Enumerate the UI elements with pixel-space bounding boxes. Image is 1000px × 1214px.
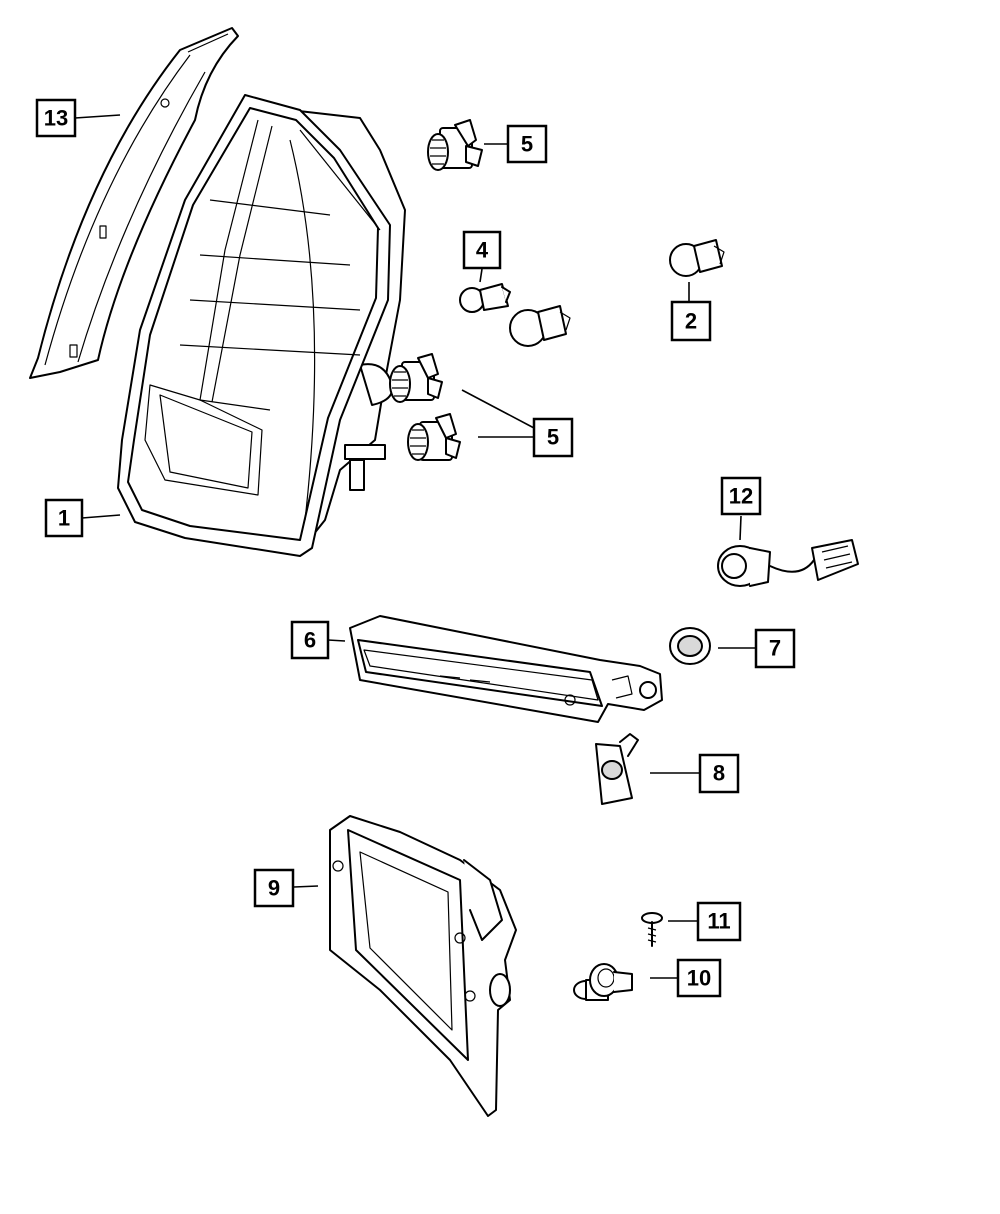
callout-label: 9 <box>268 876 280 901</box>
third-brake-lamp-icon <box>349 615 663 723</box>
bulb-socket-icon <box>389 353 443 403</box>
callout-label: 5 <box>521 132 533 157</box>
wedge-bulb-icon <box>459 283 511 313</box>
bulb-socket-icon <box>407 413 461 461</box>
grommet-icon <box>669 627 711 665</box>
callout-11: 11 <box>696 901 742 942</box>
screw-icon <box>641 912 663 947</box>
callout-label: 2 <box>685 309 697 334</box>
wedge-bulb-icon <box>669 239 725 277</box>
callout-10: 10 <box>676 958 722 998</box>
trim-molding-icon <box>29 27 239 379</box>
callout-label: 12 <box>729 484 753 509</box>
callout-8: 8 <box>698 753 740 794</box>
bulb-with-socket-icon <box>573 963 633 1001</box>
callout-4: 4 <box>462 230 502 270</box>
callout-13: 13 <box>35 98 77 138</box>
callout-label: 5 <box>547 425 559 450</box>
nut-clip-icon <box>595 733 639 805</box>
bulb-socket-icon <box>427 119 483 171</box>
license-lamp-housing-icon <box>329 815 517 1117</box>
leader-lines <box>74 114 756 979</box>
callout-2: 2 <box>670 300 712 342</box>
callout-5-bottom: 5 <box>532 417 574 458</box>
callout-9: 9 <box>253 868 295 908</box>
callout-label: 8 <box>713 761 725 786</box>
callout-6: 6 <box>290 620 330 660</box>
callout-12: 12 <box>720 476 762 516</box>
callout-label: 10 <box>687 966 711 991</box>
tail-lamp-icon <box>117 94 406 557</box>
wedge-bulb-icon <box>509 305 571 347</box>
callout-7: 7 <box>754 628 796 669</box>
callout-label: 6 <box>304 628 316 653</box>
callout-5-top: 5 <box>506 124 548 164</box>
callout-label: 4 <box>476 238 489 263</box>
callout-label: 7 <box>769 636 781 661</box>
wiring-socket-icon <box>717 539 859 587</box>
callout-1: 1 <box>44 498 84 538</box>
callout-label: 1 <box>58 506 70 531</box>
callout-label: 11 <box>707 909 730 934</box>
callout-label: 13 <box>44 106 68 131</box>
